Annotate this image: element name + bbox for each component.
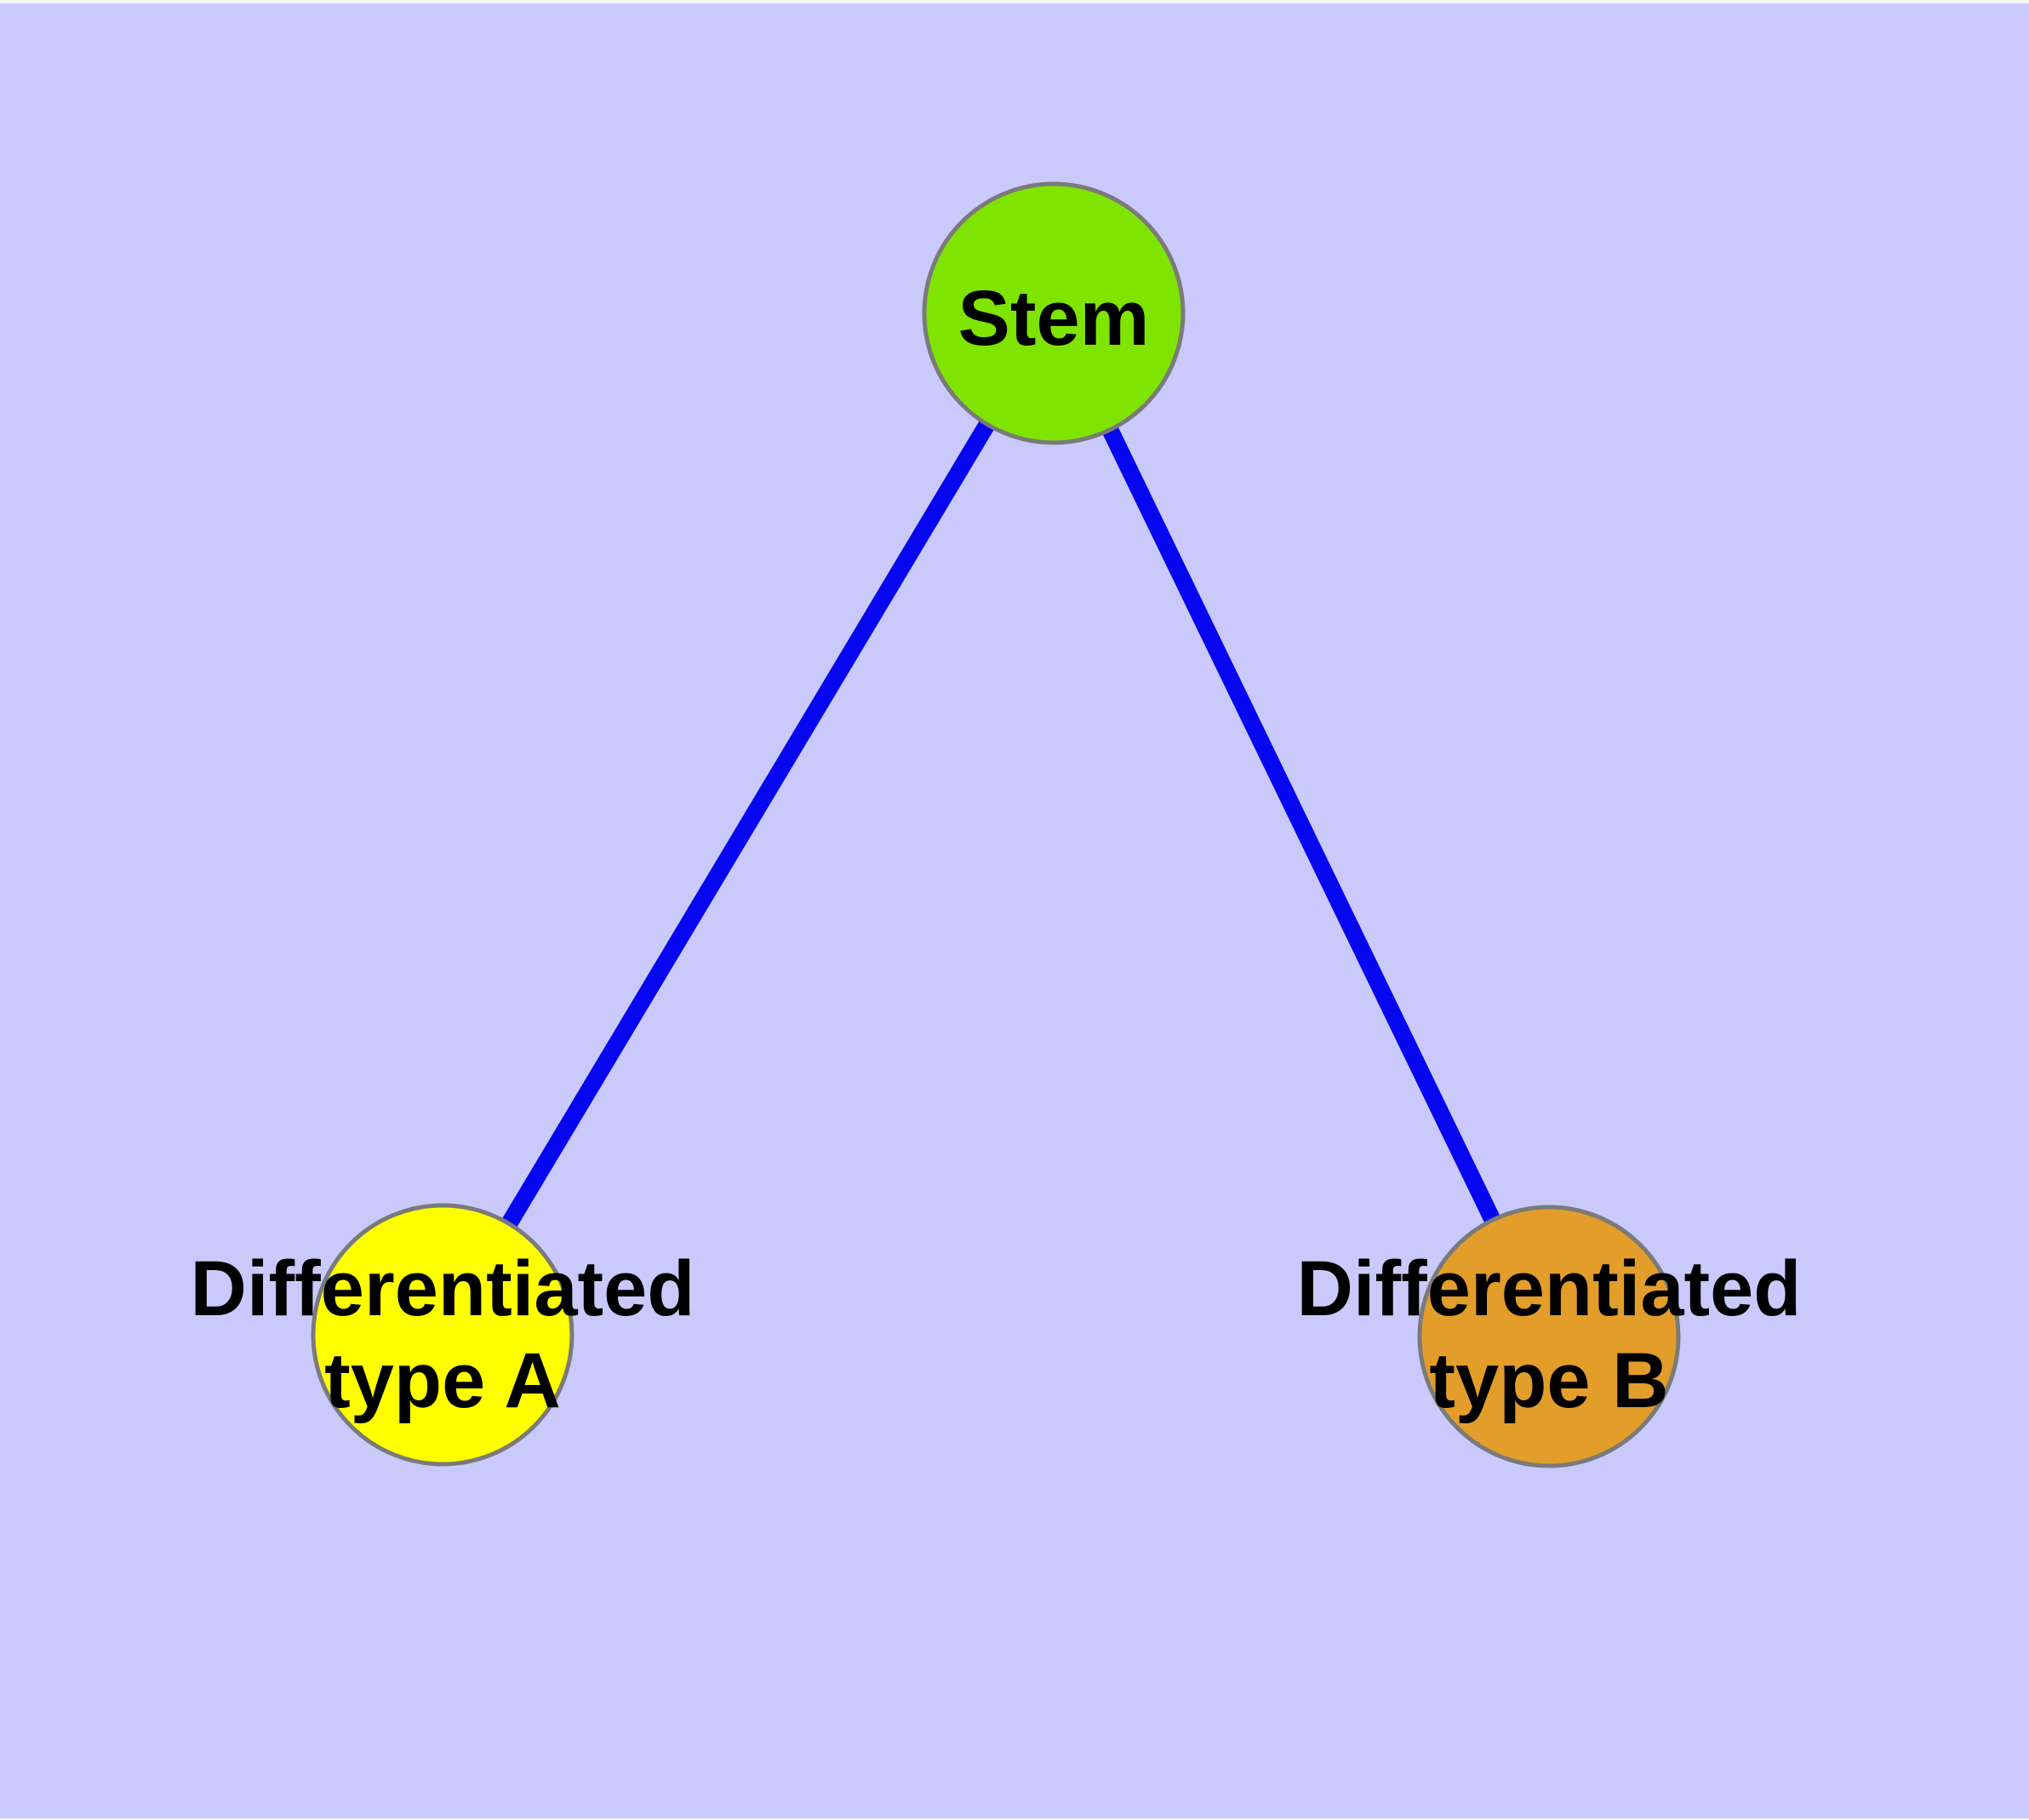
node-type-a-label-line2: type A xyxy=(324,1337,561,1424)
node-stem-label: Stem xyxy=(958,275,1150,362)
edge-stem-to-type-b xyxy=(1045,309,1557,1341)
node-stem-circle xyxy=(922,181,1186,445)
edge-stem-to-type-a xyxy=(435,308,1061,1340)
node-stem: Stem xyxy=(922,181,1186,445)
edge-group xyxy=(435,308,1557,1341)
node-differentiated-type-a: Differentiated type A xyxy=(191,1203,695,1467)
node-type-a-label-line1: Differentiated xyxy=(191,1245,695,1332)
node-type-b-label-line1: Differentiated xyxy=(1297,1245,1802,1332)
node-type-a-circle xyxy=(311,1203,574,1467)
bottom-edge-strip xyxy=(0,1818,2029,1820)
node-type-b-label-line2: type B xyxy=(1429,1337,1668,1424)
top-edge-strip xyxy=(0,0,2029,3)
node-differentiated-type-b: Differentiated type B xyxy=(1297,1205,1802,1468)
node-type-b-circle xyxy=(1417,1205,1681,1468)
